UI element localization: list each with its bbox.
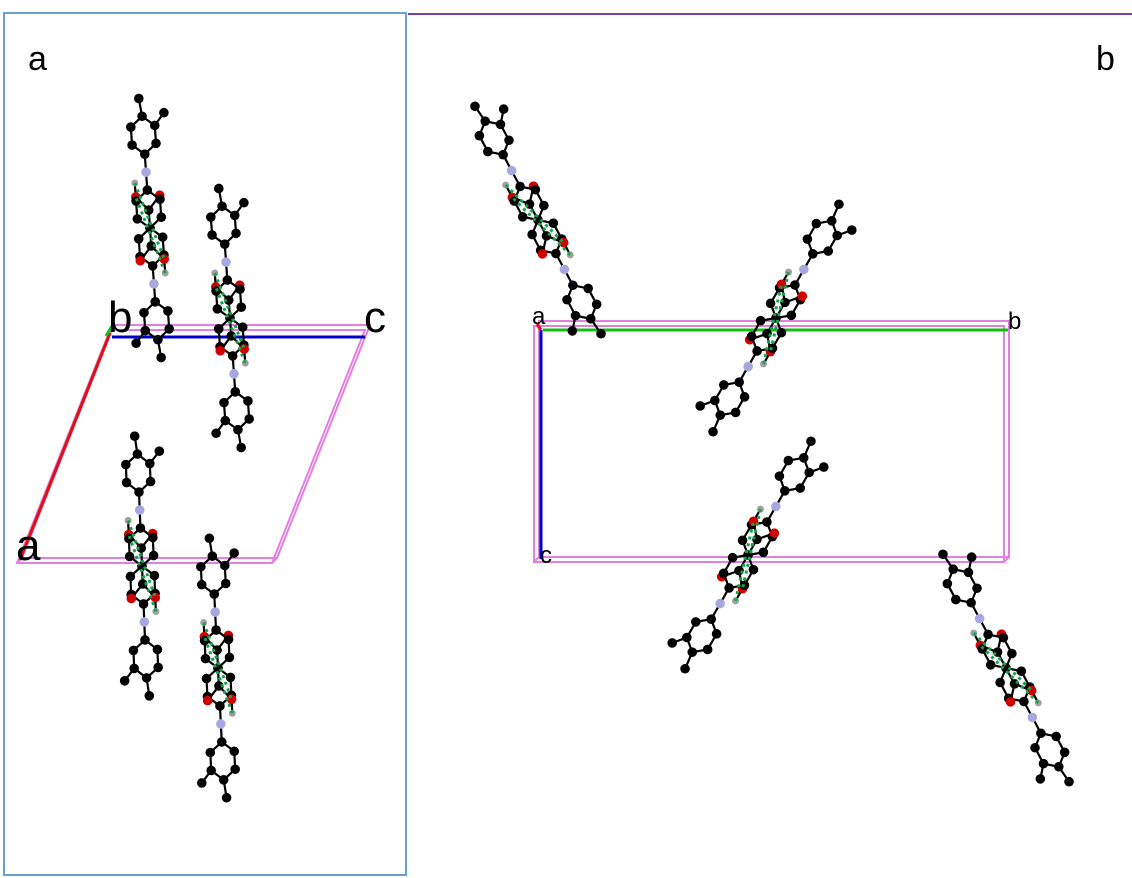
acid-dimer [470,101,606,339]
panel-a-frame [3,12,407,876]
acid-dimer [938,549,1074,787]
axis-b-label: b [1008,308,1022,335]
panel-a-label: a [28,40,47,78]
axis-c-label: c [540,542,552,569]
axis-a-line [535,323,543,331]
acid-dimer [695,199,857,437]
panel-a-structure [3,12,407,876]
unit-cell-b [533,320,1010,563]
axis-a-label: a [16,521,41,570]
panel-b-structure [408,13,1132,787]
acid-dimer [119,431,165,701]
unit-cell-a [15,324,372,564]
panel-a-packing-view: a b c a [0,0,408,878]
axis-b-label: b [108,293,133,342]
acid-dimer [126,93,174,363]
axis-c-label: c [364,293,386,342]
axis-a-line [18,332,112,561]
axis-a-label: a [532,303,546,330]
panel-b-packing-view: b a b c [408,0,1132,878]
axis-b-line [104,325,114,337]
panel-b-label: b [1096,40,1115,78]
acid-dimer [196,533,240,803]
acid-dimer [667,436,829,674]
acid-dimer [206,183,254,453]
